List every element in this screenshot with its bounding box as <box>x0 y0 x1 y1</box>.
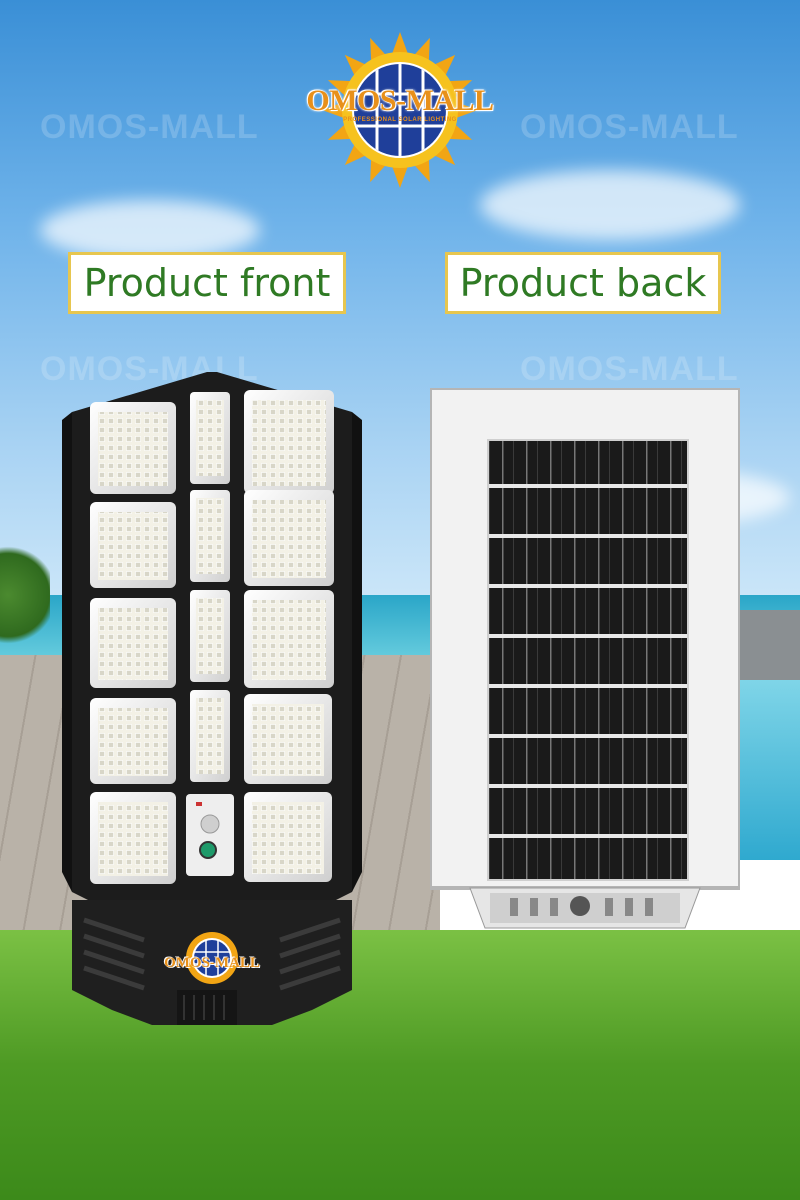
lamp-brand-name: OMOS-MALL <box>164 955 260 971</box>
product-front-label: Product front <box>68 252 346 314</box>
lamp-front-base <box>72 900 352 1025</box>
lamp-back-image <box>430 388 740 929</box>
tree-background <box>0 540 50 650</box>
brand-name: OMOS-MALL <box>306 84 494 117</box>
watermark-text: OMOS-MALL <box>40 108 259 146</box>
watermark-text: OMOS-MALL <box>520 350 739 388</box>
product-back-label: Product back <box>445 252 721 314</box>
watermark-text: OMOS-MALL <box>520 108 739 146</box>
lamp-front-image <box>62 372 362 932</box>
brand-logo-icon <box>322 32 478 188</box>
stone-wall <box>730 610 800 685</box>
brand-tagline: PROFESSIONAL SOLAR LIGHTING <box>343 117 457 123</box>
